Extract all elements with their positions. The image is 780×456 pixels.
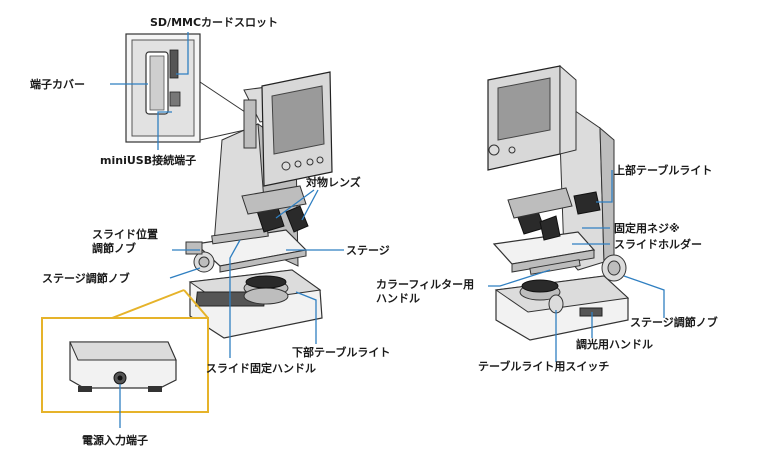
label-upper-light: 上部テーブルライト [614,163,712,177]
right-microscope [487,64,630,341]
leader-lines [110,32,665,428]
label-slide-holder: スライドホルダー [614,237,702,251]
label-power-input: 電源入力端子 [82,433,148,447]
label-terminal-cover: 端子カバー [30,77,85,91]
label-light-switch: テーブルライト用スイッチ [478,359,609,373]
label-slide-handle: スライド固定ハンドル [206,361,316,375]
label-lower-light: 下部テーブルライト [292,345,390,359]
label-fixing-screw: 固定用ネジ※ [614,221,680,235]
label-stage: ステージ [346,244,390,257]
label-stage-knob-right: ステージ調節ノブ [630,315,718,329]
label-filter-handle-1: カラーフィルター用 [376,278,474,291]
left-microscope [185,71,333,339]
label-filter-handle-2: ハンドル [376,292,420,305]
label-slide-knob-1: スライド位置 [92,227,158,241]
labels: SD/MMCカードスロット 端子カバー miniUSB接続端子 対物レンズ スラ… [30,16,718,447]
sd-slot-inset [125,33,255,143]
label-dimmer-handle: 調光用ハンドル [576,337,653,351]
label-objective-lens: 対物レンズ [305,175,361,189]
label-slide-knob-2: 調節ノブ [92,241,136,255]
label-stage-knob-left: ステージ調節ノブ [42,271,130,285]
power-input-zoom [41,289,209,413]
label-mini-usb: miniUSB接続端子 [100,153,196,167]
label-sd-slot: SD/MMCカードスロット [150,16,278,29]
